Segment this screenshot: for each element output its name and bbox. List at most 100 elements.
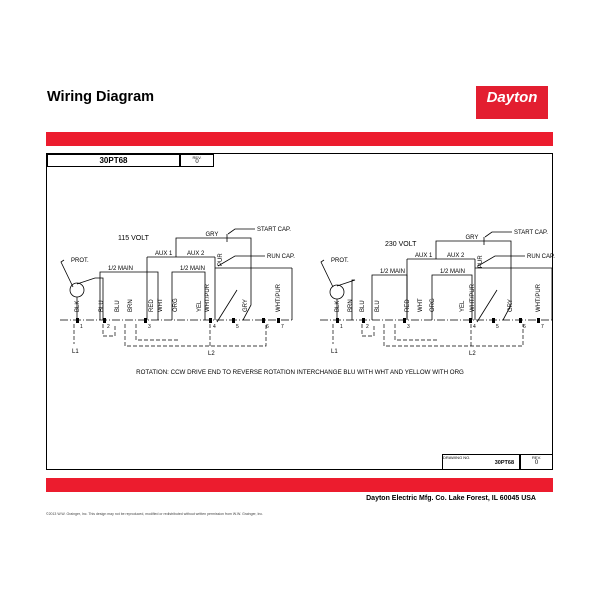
jumper [361, 324, 375, 337]
aux1-label: AUX 1 [155, 251, 173, 257]
terminal-label: 6 [266, 324, 269, 330]
aux2-label: AUX 2 [187, 251, 205, 257]
terminal-icon [76, 318, 79, 323]
wire-label: WHT/PUR [276, 283, 282, 312]
terminal-label: 4 [213, 324, 216, 330]
run-cap-label: RUN CAP. [267, 254, 295, 260]
voltage-label: 115 VOLT [118, 235, 150, 242]
run-cap-leader [477, 255, 525, 267]
jumper [383, 324, 524, 347]
wire-label: ORG [173, 298, 179, 312]
terminal-label: 1 [80, 324, 83, 330]
terminal-label: 4 [473, 324, 476, 330]
aux1-label: AUX 1 [415, 253, 433, 259]
drawing-rev-cell: REV.0 [520, 454, 553, 470]
l1-label: L1 [72, 349, 79, 355]
top-red-band [46, 132, 553, 146]
aux2-label: AUX 2 [447, 253, 465, 259]
copyright: ©2013 W.W. Grainger, Inc. This design ma… [46, 512, 264, 516]
terminal-label: 7 [541, 324, 544, 330]
terminal-icon [232, 318, 235, 323]
main-label: 1/2 MAIN [440, 269, 465, 275]
l2-label: L2 [208, 351, 215, 357]
gry-top-label: GRY [466, 235, 479, 241]
terminal-icon [209, 318, 212, 323]
terminal-icon [492, 318, 495, 323]
rev-value: 0 [195, 159, 199, 165]
drawing-no-value: 30PT68 [494, 460, 514, 466]
terminal-icon [277, 318, 280, 323]
protector-icon [329, 284, 345, 300]
jumper [124, 324, 267, 347]
run-cap-label: RUN CAP. [527, 254, 555, 260]
page-title: Wiring Diagram [47, 89, 155, 105]
start-cap-label: START CAP. [257, 227, 291, 233]
wire-label: BLU [360, 300, 366, 312]
prot-leader [320, 259, 334, 288]
run-cap-leader [217, 255, 265, 267]
wire-label: ORG [430, 298, 436, 312]
dayton-logo: Dayton [476, 86, 548, 119]
wire-label: BLK [335, 301, 341, 312]
wire-label: GRY [243, 299, 249, 312]
wire-label: WHT/PUR [536, 283, 542, 312]
terminal-label: 6 [523, 324, 526, 330]
drawing-no-label: DRAWING NO. [443, 455, 471, 460]
wire-label: BRN [128, 299, 134, 312]
l2-label: L2 [469, 351, 476, 357]
wire-label: WHT/PUR [470, 283, 476, 312]
start-cap-leader [484, 231, 512, 238]
terminal-label: 5 [496, 324, 499, 330]
prot-wire [336, 279, 356, 320]
wire-label: BLU [115, 300, 121, 312]
terminal-label: 5 [236, 324, 239, 330]
bottom-red-band [46, 478, 553, 492]
terminal-label: 2 [107, 324, 110, 330]
main-label: 1/2 MAIN [180, 266, 205, 272]
wire-label: RED [149, 299, 155, 312]
terminal-label: 3 [407, 324, 410, 330]
prot-label: PROT. [71, 258, 89, 264]
gry-wire [435, 240, 512, 321]
drawing-rev-value: 0 [534, 460, 539, 466]
wire-label: WHT/PUR [205, 283, 211, 312]
rev-label: REV. [192, 155, 202, 160]
prot-wire [76, 277, 104, 320]
terminal-icon [144, 318, 147, 323]
model-cell: 30PT68 [47, 154, 180, 167]
wire-label: GRY [508, 299, 514, 312]
jumper [102, 324, 116, 337]
l1-label: L1 [331, 349, 338, 355]
terminal-icon [537, 318, 540, 323]
main-winding [171, 271, 206, 320]
terminal-icon [262, 318, 265, 323]
wire-label: WHT [418, 298, 424, 312]
gry-top-label: GRY [206, 232, 219, 238]
wire-label: YEL [460, 300, 466, 312]
drawing-no-cell: DRAWING NO. 30PT68 [442, 454, 520, 470]
switch-contact [216, 289, 238, 323]
start-cap-leader [227, 228, 255, 235]
main-winding [431, 274, 473, 320]
terminal-label: 7 [281, 324, 284, 330]
wire-label: BLU [375, 300, 381, 312]
wire-label: YEL [197, 300, 203, 312]
pur-label: PUR [478, 255, 484, 268]
switch-contact [476, 289, 498, 323]
terminal-icon [362, 318, 365, 323]
wire-label: WHT [158, 298, 164, 312]
terminal-icon [403, 318, 406, 323]
diagram-frame [46, 153, 553, 470]
main-label: 1/2 MAIN [108, 266, 133, 272]
wire-label: BLK [75, 301, 81, 312]
prot-leader [60, 259, 74, 288]
gry-wire [175, 237, 252, 321]
voltage-label: 230 VOLT [385, 241, 417, 248]
main-winding [371, 274, 408, 320]
prot-label: PROT. [331, 258, 349, 264]
terminal-label: 3 [148, 324, 151, 330]
jumper [135, 324, 178, 341]
wire-label: RED [405, 299, 411, 312]
main-winding [99, 271, 159, 320]
